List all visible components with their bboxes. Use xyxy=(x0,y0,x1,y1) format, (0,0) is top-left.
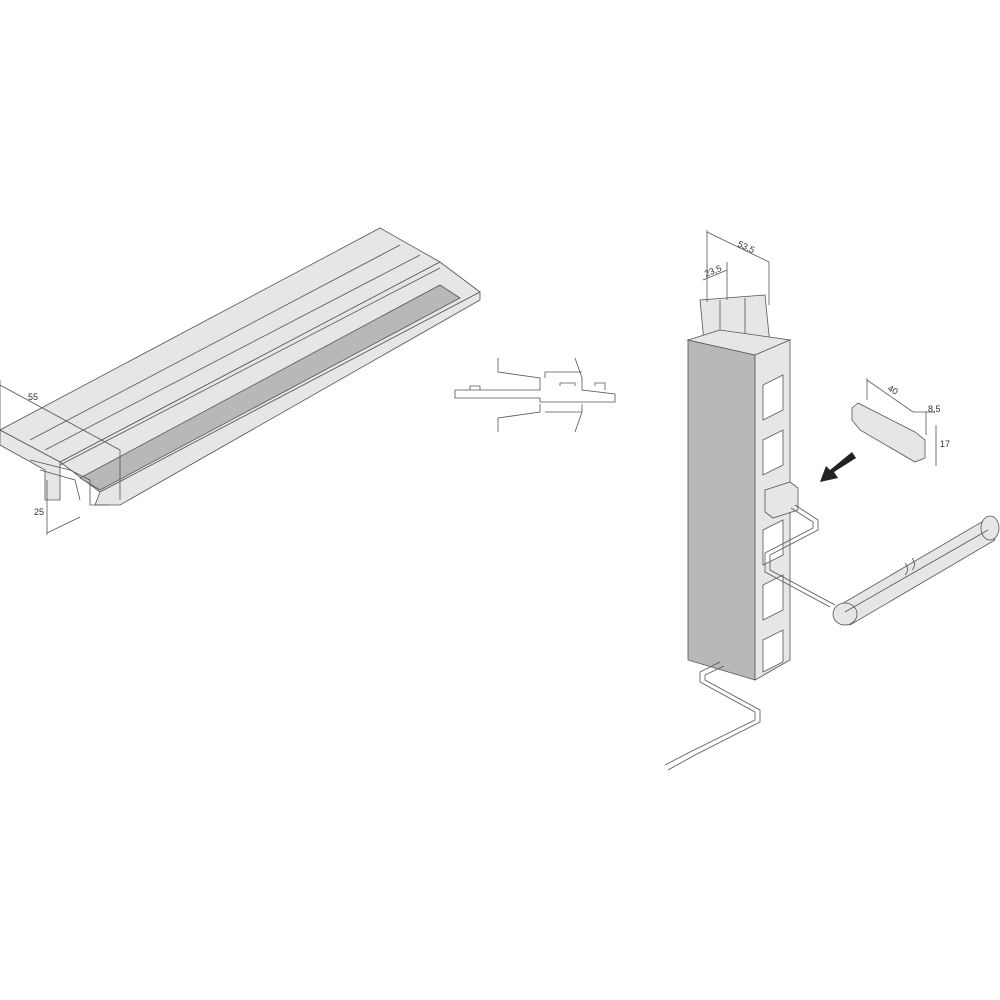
column-width-dimension: 53,5 xyxy=(736,239,756,255)
led-column: 53,5 23,5 xyxy=(686,230,799,681)
insert-arrow-icon xyxy=(820,452,856,482)
profile-cross-section xyxy=(454,357,616,433)
end-cap-height-dimension: 17 xyxy=(940,439,950,449)
end-cap-length-dimension: 40 xyxy=(886,383,900,397)
column-inner-dimension: 23,5 xyxy=(703,263,723,279)
profile-height-dimension: 25 xyxy=(34,507,44,517)
aluminium-profile: 55 25 xyxy=(0,227,481,535)
led-tube xyxy=(832,515,1000,626)
end-cap: 40 8,5 17 xyxy=(851,378,950,466)
end-cap-depth-dimension: 8,5 xyxy=(928,404,941,414)
column-windows xyxy=(762,374,784,673)
cables xyxy=(664,504,836,771)
profile-width-dimension: 55 xyxy=(28,392,38,402)
